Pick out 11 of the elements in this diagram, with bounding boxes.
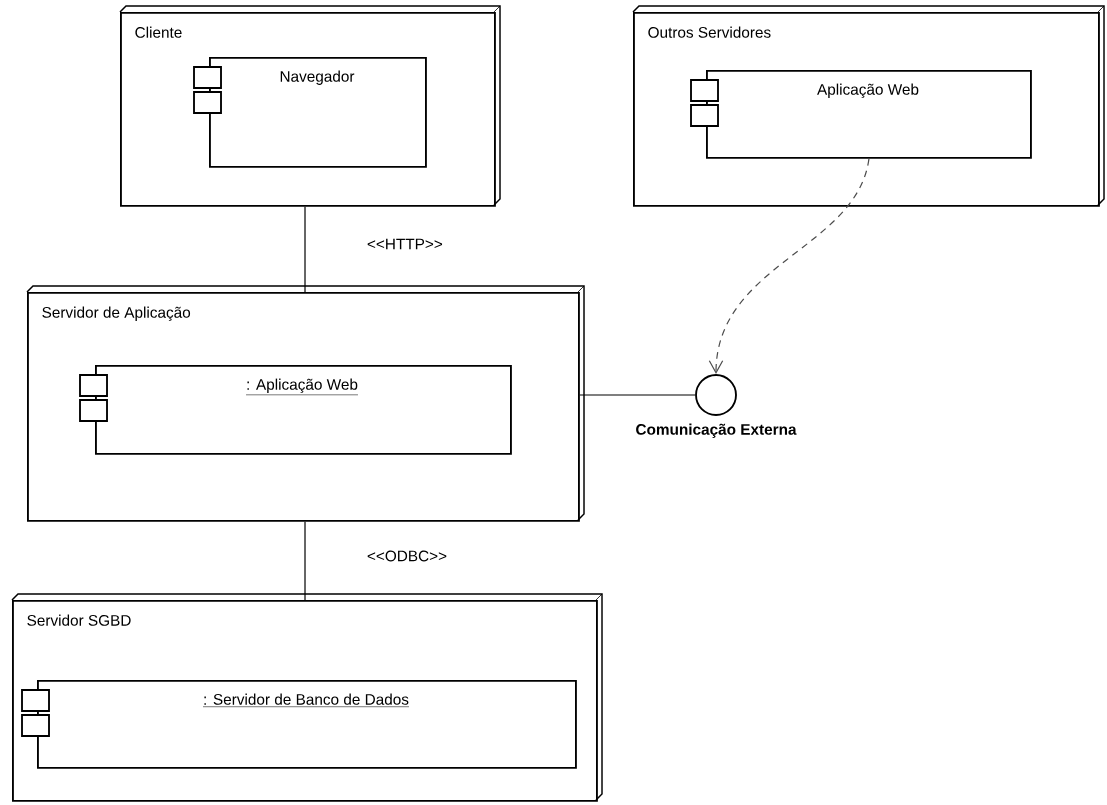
- component-box: Navegador: [193, 57, 427, 168]
- connector: [304, 521, 306, 601]
- component-box: : Aplicação Web: [79, 365, 512, 455]
- edge-label: <<HTTP>>: [365, 237, 445, 251]
- component-box: : Servidor de Banco de Dados: [21, 680, 577, 769]
- connector: [708, 158, 870, 375]
- node-label: Comunicação Externa: [636, 423, 797, 438]
- connector: [304, 206, 306, 293]
- connector: [579, 394, 696, 396]
- edge-label: <<ODBC>>: [365, 549, 449, 563]
- component-box: Aplicação Web: [690, 70, 1032, 159]
